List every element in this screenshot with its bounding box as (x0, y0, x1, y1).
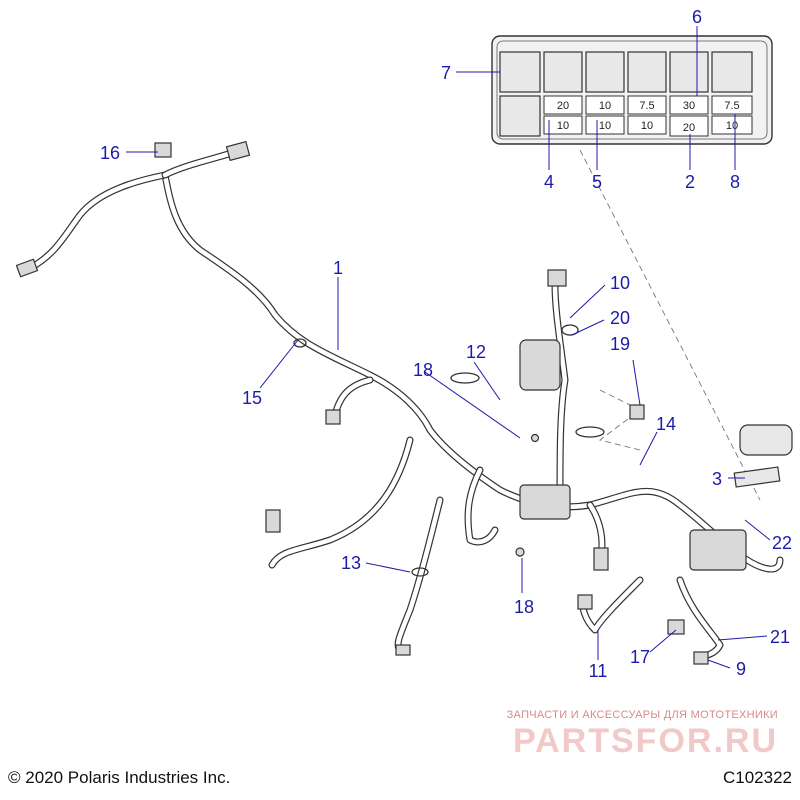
fuse-value: 20 (557, 100, 569, 112)
callout-5: 5 (592, 172, 602, 192)
callout-18-upper: 18 (413, 360, 433, 380)
leader-lines (126, 26, 771, 669)
fuse-box (491, 35, 773, 145)
ecu-module (519, 339, 561, 391)
callout-11: 11 (589, 661, 608, 681)
relay-fuse-module (689, 529, 747, 571)
callout-9: 9 (736, 659, 746, 679)
fuse-value: 7.5 (639, 100, 654, 112)
fuse-value: 10 (599, 100, 611, 112)
connector-17 (667, 619, 685, 635)
fuse-strip-3 (733, 466, 781, 488)
callout-13: 13 (341, 553, 361, 573)
callout-6: 6 (692, 7, 702, 27)
callout-15: 15 (242, 388, 262, 408)
sensor-16 (154, 142, 172, 158)
callout-12: 12 (466, 342, 486, 362)
connectors (15, 140, 793, 665)
fuse-value: 10 (641, 120, 653, 132)
callout-20: 20 (610, 308, 630, 328)
fuse-value: 10 (726, 120, 738, 132)
fuse-values: 20 10 7.5 30 7.5 10 10 10 20 10 (557, 100, 740, 134)
callout-16: 16 (100, 143, 120, 163)
fuse-value: 30 (683, 100, 695, 112)
fuse-value: 7.5 (724, 100, 739, 112)
drawing-code: C102322 (723, 768, 792, 787)
main-harness (26, 148, 784, 662)
fuse-value: 10 (599, 120, 611, 132)
copyright-text: © 2020 Polaris Industries Inc. (8, 768, 230, 787)
callout-8: 8 (730, 172, 740, 192)
projection-line (579, 149, 761, 501)
callout-21: 21 (770, 627, 790, 647)
callout-4: 4 (544, 172, 554, 192)
callout-14: 14 (656, 414, 676, 434)
fuse-value: 10 (557, 120, 569, 132)
callout-10: 10 (610, 273, 630, 293)
fuse-cover (739, 424, 793, 456)
relay-19 (629, 404, 645, 420)
callout-17: 17 (630, 647, 650, 667)
callouts: 1 2 3 4 5 6 7 8 9 10 11 12 13 14 15 16 1… (100, 7, 792, 681)
callout-22: 22 (772, 533, 792, 553)
callout-3: 3 (712, 469, 722, 489)
callout-1: 1 (333, 258, 343, 278)
callout-18-lower: 18 (514, 597, 534, 617)
watermark: ЗАПЧАСТИ И АКСЕССУАРЫ ДЛЯ МОТОТЕХНИКИ PA… (507, 709, 778, 760)
watermark-brand: PARTSFOR.RU (513, 722, 778, 760)
fuse-value: 20 (683, 122, 695, 134)
callout-7: 7 (441, 63, 451, 83)
callout-19: 19 (610, 334, 630, 354)
projection-line (598, 389, 641, 451)
junction-block (519, 484, 571, 520)
watermark-subtitle: ЗАПЧАСТИ И АКСЕССУАРЫ ДЛЯ МОТОТЕХНИКИ (507, 709, 778, 721)
callout-2: 2 (685, 172, 695, 192)
